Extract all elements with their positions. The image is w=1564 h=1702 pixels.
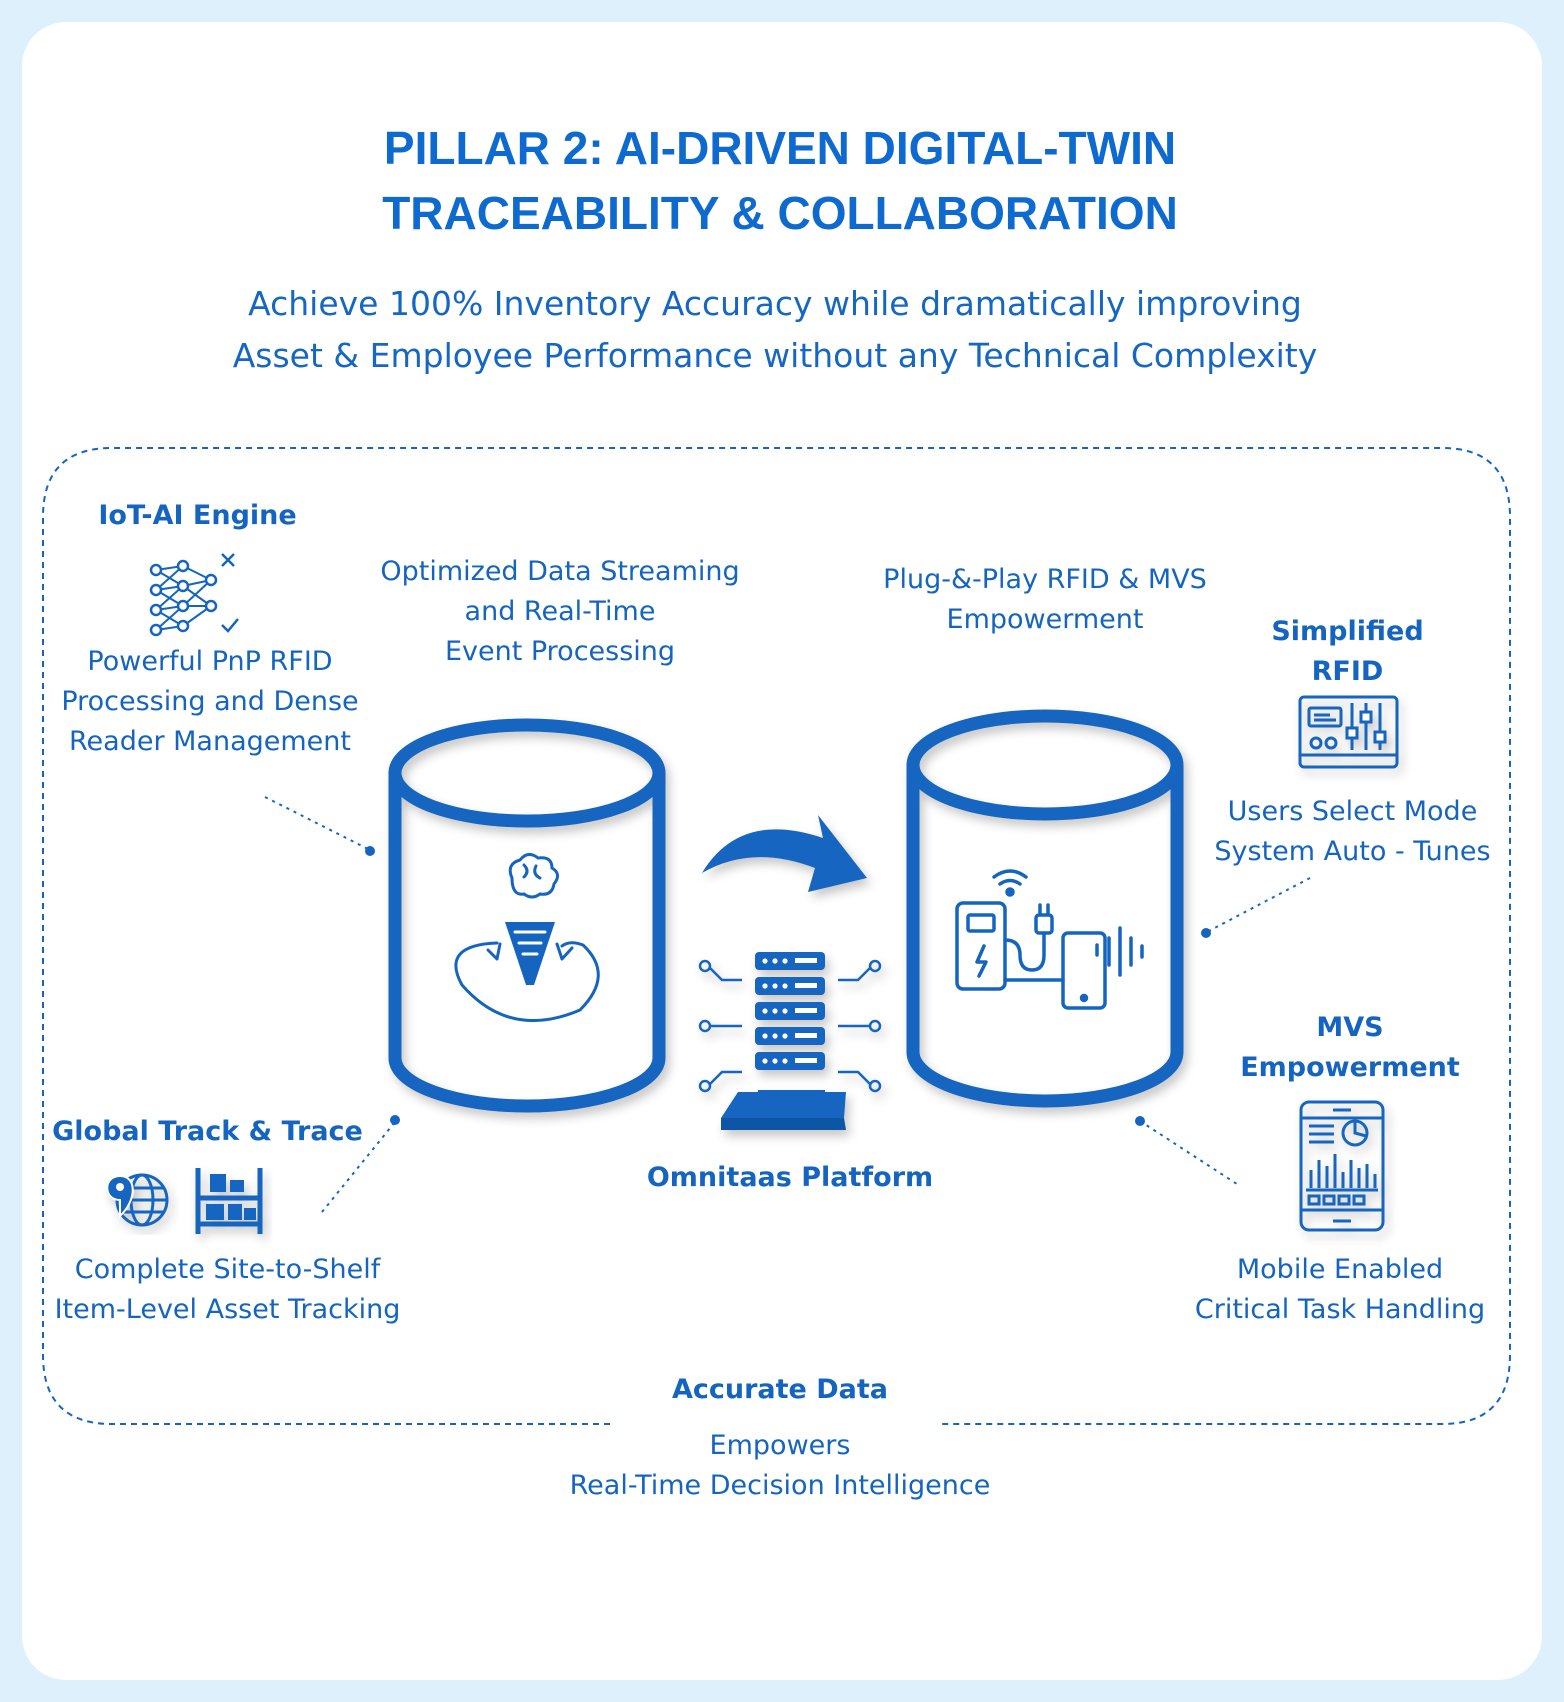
connector-track (321, 1121, 396, 1213)
bottom-line-1: Empowers (709, 1430, 851, 1461)
page-title-line-2: TRACEABILITY & COLLABORATION (382, 187, 1178, 239)
connector-dot (1135, 1116, 1145, 1126)
global-track-heading: Global Track & Trace (52, 1116, 363, 1147)
simplified-rfid-desc-2: System Auto - Tunes (1214, 836, 1491, 867)
mvs-desc-1: Mobile Enabled (1236, 1254, 1444, 1285)
dashed-frame (42, 447, 1511, 1425)
accurate-data-heading: Accurate Data (671, 1374, 889, 1405)
left-database-cylinder (388, 718, 666, 1113)
subtitle-line-2: Asset & Employee Performance without any… (232, 336, 1318, 375)
mvs-heading-1: MVS (1316, 1012, 1384, 1043)
right-database-cylinder (906, 709, 1184, 1108)
charging-station-wifi-icon (955, 869, 1144, 1010)
plug-play-label-2: Empowerment (946, 604, 1144, 635)
global-track-desc-2: Item-Level Asset Tracking (54, 1294, 401, 1325)
neural-network-icon (149, 553, 239, 637)
connector-dot (365, 846, 375, 856)
control-panel-sliders-icon (1298, 695, 1399, 769)
platform-label: Omnitaas Platform (646, 1162, 934, 1193)
streaming-label-2: and Real-Time (464, 596, 656, 627)
server-rack-icon (698, 952, 882, 1130)
iot-engine-heading: IoT-AI Engine (98, 500, 297, 531)
globe-location-icon (106, 1173, 169, 1227)
flow-arrow (702, 815, 867, 892)
connector-iot (264, 796, 371, 851)
iot-engine-desc-2: Processing and Dense (61, 686, 359, 717)
mvs-heading-2: Empowerment (1240, 1052, 1460, 1083)
streaming-label-3: Event Processing (444, 636, 676, 667)
plug-play-label-1: Plug-&-Play RFID & MVS (883, 564, 1207, 595)
mobile-dashboard-icon (1299, 1100, 1385, 1232)
iot-engine-desc-1: Powerful PnP RFID (87, 646, 333, 677)
simplified-rfid-heading-2: RFID (1311, 656, 1384, 687)
connector-rfid (1204, 877, 1311, 934)
streaming-label-1: Optimized Data Streaming (380, 556, 740, 587)
warehouse-shelf-icon (195, 1168, 263, 1234)
brain-funnel-icon (454, 853, 600, 1023)
connector-dot (390, 1115, 400, 1125)
mvs-desc-2: Critical Task Handling (1194, 1294, 1486, 1325)
connector-dot (1201, 928, 1211, 938)
page-title-line-1: PILLAR 2: AI-DRIVEN DIGITAL-TWIN (383, 122, 1177, 174)
simplified-rfid-desc-1: Users Select Mode (1227, 796, 1478, 827)
subtitle-line-1: Achieve 100% Inventory Accuracy while dr… (248, 284, 1302, 323)
connector-mvs (1139, 1120, 1241, 1187)
simplified-rfid-heading-1: Simplified (1271, 616, 1424, 647)
global-track-desc-1: Complete Site-to-Shelf (74, 1254, 381, 1285)
bottom-line-2: Real-Time Decision Intelligence (569, 1470, 991, 1501)
iot-engine-desc-3: Reader Management (69, 726, 351, 757)
